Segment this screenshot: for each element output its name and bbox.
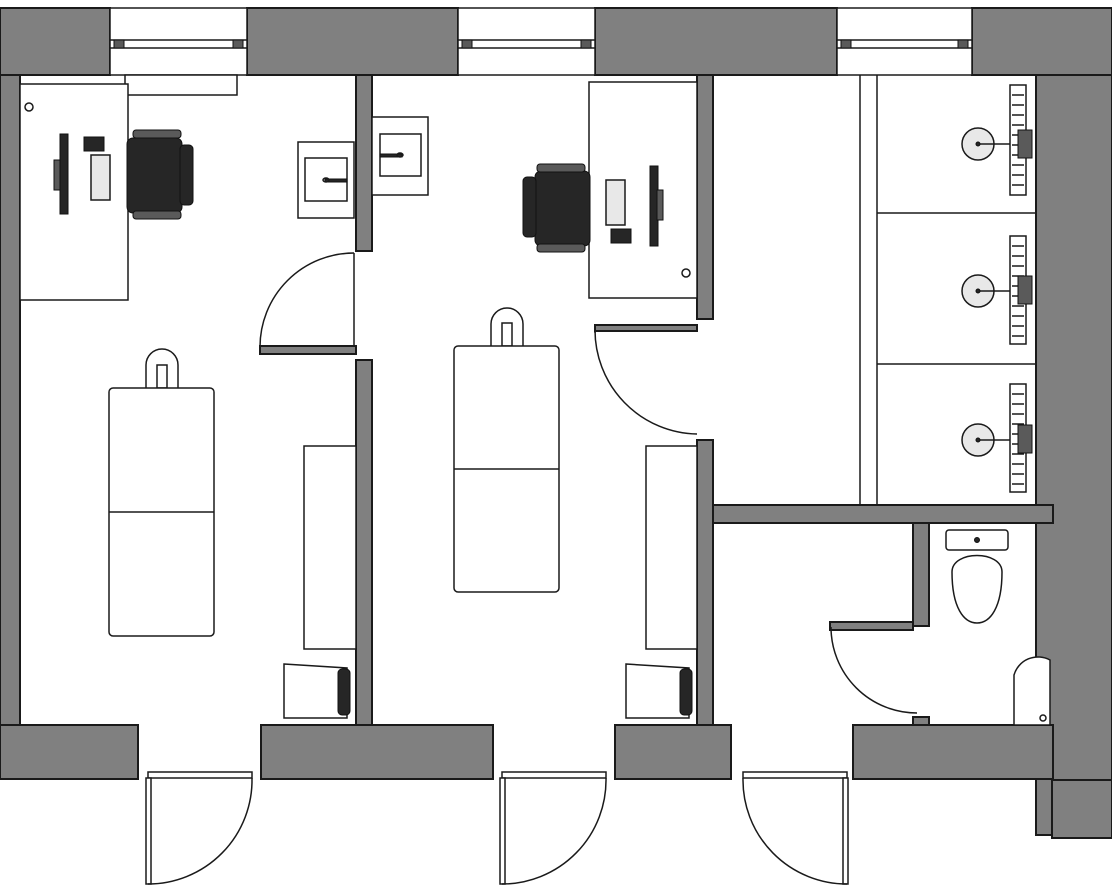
mouse-middle xyxy=(610,228,632,244)
washbasin-middle-2 xyxy=(371,116,429,196)
wc-sink xyxy=(1013,656,1051,726)
top-wall xyxy=(0,7,1112,76)
toilet xyxy=(945,529,1009,624)
left-wall xyxy=(0,74,21,726)
window-3 xyxy=(836,7,973,76)
interior-walls xyxy=(259,74,1054,726)
office-chair-middle xyxy=(522,163,591,253)
window-1 xyxy=(109,7,248,76)
monitor-left xyxy=(53,133,69,215)
desk-middle xyxy=(588,81,698,299)
door-exterior-2 xyxy=(499,771,607,885)
mouse-left xyxy=(83,136,105,152)
cabinet-middle xyxy=(645,445,698,650)
bottom-wall xyxy=(0,724,1054,780)
door-middle-room xyxy=(594,328,698,435)
cabinet-left xyxy=(303,445,357,650)
keyboard-middle xyxy=(605,179,626,226)
monitor-middle xyxy=(649,165,664,247)
office-chair-left xyxy=(126,129,194,220)
door-exterior-1 xyxy=(145,771,253,885)
window-2 xyxy=(457,7,596,76)
door-wc xyxy=(830,626,918,714)
washbasin-cubicle-3 xyxy=(961,383,1033,493)
examination-table-left xyxy=(108,348,215,637)
washbasin-cubicle-2 xyxy=(961,235,1033,345)
examination-table-middle xyxy=(453,307,560,593)
keyboard-left xyxy=(90,154,111,201)
door-left-room xyxy=(259,252,355,348)
visitor-chair-middle xyxy=(625,663,693,719)
window-4 xyxy=(124,74,238,96)
visitor-chair-left xyxy=(283,663,351,719)
washbasin-cubicle-1 xyxy=(961,84,1033,196)
door-exterior-3 xyxy=(742,771,849,885)
desk-left xyxy=(19,83,129,301)
washbasin-middle-1 xyxy=(297,141,355,219)
